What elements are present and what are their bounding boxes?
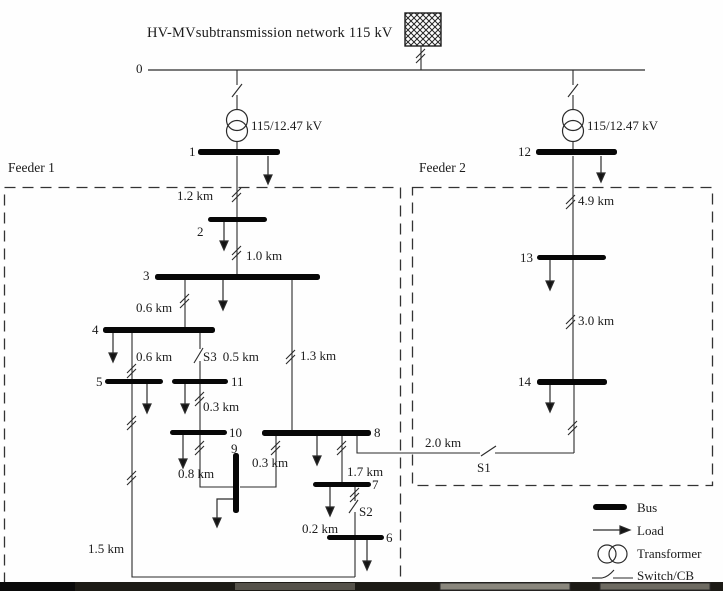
line-8-9-length-label: 0.3 km bbox=[252, 455, 289, 470]
transformer-2-symbol bbox=[561, 108, 585, 143]
line-4-11-length-label: 0.5 km bbox=[222, 349, 259, 364]
bus-9-label: 9 bbox=[231, 441, 238, 456]
switch-s3-blade bbox=[193, 347, 204, 364]
legend-transformer-symbol bbox=[597, 544, 628, 564]
line-8-7-length-label: 1.7 km bbox=[347, 464, 384, 479]
scan-artifact-strip bbox=[0, 582, 723, 591]
bus-6-bar bbox=[327, 535, 384, 540]
line-7-6-length-label: 0.2 km bbox=[302, 521, 339, 536]
bus-8-label: 8 bbox=[374, 425, 381, 440]
legend-switch-label: Switch/CB bbox=[637, 568, 695, 583]
switch-s3-line-label: S3 0.5 km bbox=[203, 349, 259, 364]
bus-11-bar bbox=[172, 379, 228, 384]
bus-2-bar bbox=[208, 217, 267, 222]
legend-load-label: Load bbox=[637, 523, 664, 538]
bus-11-label: 11 bbox=[231, 374, 244, 389]
bus-3-bar bbox=[155, 274, 320, 280]
switch-s1-blade bbox=[480, 445, 497, 457]
load-bus-3 bbox=[218, 280, 228, 312]
bus-12-label: 12 bbox=[518, 144, 531, 159]
bus-13-label: 13 bbox=[520, 250, 533, 265]
line-4-5-length-label: 0.6 km bbox=[136, 349, 173, 364]
feeder-2-title: Feeder 2 bbox=[419, 160, 466, 175]
bus-1-bar bbox=[198, 149, 280, 155]
legend-transformer-label: Transformer bbox=[637, 546, 702, 561]
load-bus-7 bbox=[325, 487, 335, 518]
switch-s2-blade bbox=[348, 499, 359, 514]
load-bus-1 bbox=[263, 156, 273, 186]
line-10-9 bbox=[199, 435, 233, 488]
load-bus-14 bbox=[545, 385, 555, 414]
line-5-6-length-label: 1.5 km bbox=[88, 541, 125, 556]
bus-14-label: 14 bbox=[518, 374, 531, 389]
load-bus-6 bbox=[362, 540, 372, 572]
line-1-2-length-label: 1.2 km bbox=[177, 188, 214, 203]
line-11-10-length-label: 0.3 km bbox=[203, 399, 240, 414]
line-3-4-length-label: 0.6 km bbox=[136, 300, 173, 315]
feeder-2-boundary bbox=[411, 186, 714, 487]
line-13-14-length-label: 3.0 km bbox=[578, 313, 615, 328]
transformer-1-branch bbox=[225, 70, 249, 150]
switch-s2-label: S2 bbox=[359, 504, 373, 519]
switch-t1-blade bbox=[231, 83, 243, 98]
line-12-13-length-label: 4.9 km bbox=[578, 193, 615, 208]
load-bus-9 bbox=[212, 498, 233, 529]
feeder-1-title: Feeder 1 bbox=[8, 160, 55, 175]
load-bus-11 bbox=[180, 384, 190, 415]
legend-symbols bbox=[592, 504, 633, 579]
bus-8-bar bbox=[262, 430, 371, 436]
line-2-3-length-label: 1.0 km bbox=[246, 248, 283, 263]
legend-bus-label: Bus bbox=[637, 500, 658, 515]
load-bus-2 bbox=[219, 222, 229, 252]
switch-s1-label: S1 bbox=[477, 460, 491, 475]
load-arrows bbox=[108, 156, 606, 572]
bus-bars bbox=[103, 149, 617, 540]
line-markers bbox=[126, 187, 578, 503]
bus-9-bar bbox=[233, 453, 239, 513]
transformer-2-voltage-label: 115/12.47 kV bbox=[587, 118, 659, 133]
load-bus-12 bbox=[596, 156, 606, 184]
transformer-1-symbol bbox=[225, 108, 249, 143]
load-bus-4 bbox=[108, 333, 118, 364]
transformer-2-branch bbox=[561, 70, 585, 150]
bus-7-bar bbox=[313, 482, 371, 487]
line-3-8-length-label: 1.3 km bbox=[300, 348, 337, 363]
diagram-title: HV-MVsubtransmission network 115 kV bbox=[147, 25, 393, 41]
bus-7-label: 7 bbox=[372, 477, 379, 492]
legend-bus-symbol bbox=[593, 504, 627, 510]
switch-s3-label: S3 bbox=[203, 349, 217, 364]
bus-4-label: 4 bbox=[92, 322, 99, 337]
bus-0-label: 0 bbox=[136, 61, 143, 76]
load-bus-10 bbox=[178, 435, 188, 470]
line-8-9 bbox=[240, 436, 277, 488]
subtransmission-grid-symbol bbox=[404, 12, 442, 70]
bus-5-bar bbox=[105, 379, 163, 384]
line-10-9-length-label: 0.8 km bbox=[178, 466, 215, 481]
bus-14-bar bbox=[537, 379, 607, 385]
bus-10-bar bbox=[170, 430, 227, 435]
legend-load-symbol bbox=[593, 525, 632, 535]
bus-2-label: 2 bbox=[197, 224, 204, 239]
bus-5-label: 5 bbox=[96, 374, 103, 389]
bus-12-bar bbox=[536, 149, 617, 155]
bus-3-label: 3 bbox=[143, 268, 150, 283]
load-bus-8 bbox=[312, 436, 322, 467]
load-bus-13 bbox=[545, 260, 555, 292]
load-bus-5 bbox=[142, 384, 152, 415]
line-8-14-length-label: 2.0 km bbox=[425, 435, 462, 450]
switch-t2-blade bbox=[567, 83, 579, 98]
transformer-1-voltage-label: 115/12.47 kV bbox=[251, 118, 323, 133]
bus-10-label: 10 bbox=[229, 425, 242, 440]
feeder-1-boundary bbox=[3, 186, 402, 585]
bus-4-bar bbox=[103, 327, 215, 333]
line-8-s1-14 bbox=[356, 385, 575, 454]
legend-switch-symbol bbox=[592, 569, 633, 579]
bus-1-label: 1 bbox=[189, 144, 196, 159]
bus-6-label: 6 bbox=[386, 530, 393, 545]
bus-13-bar bbox=[537, 255, 606, 260]
line-5-6 bbox=[131, 384, 355, 578]
